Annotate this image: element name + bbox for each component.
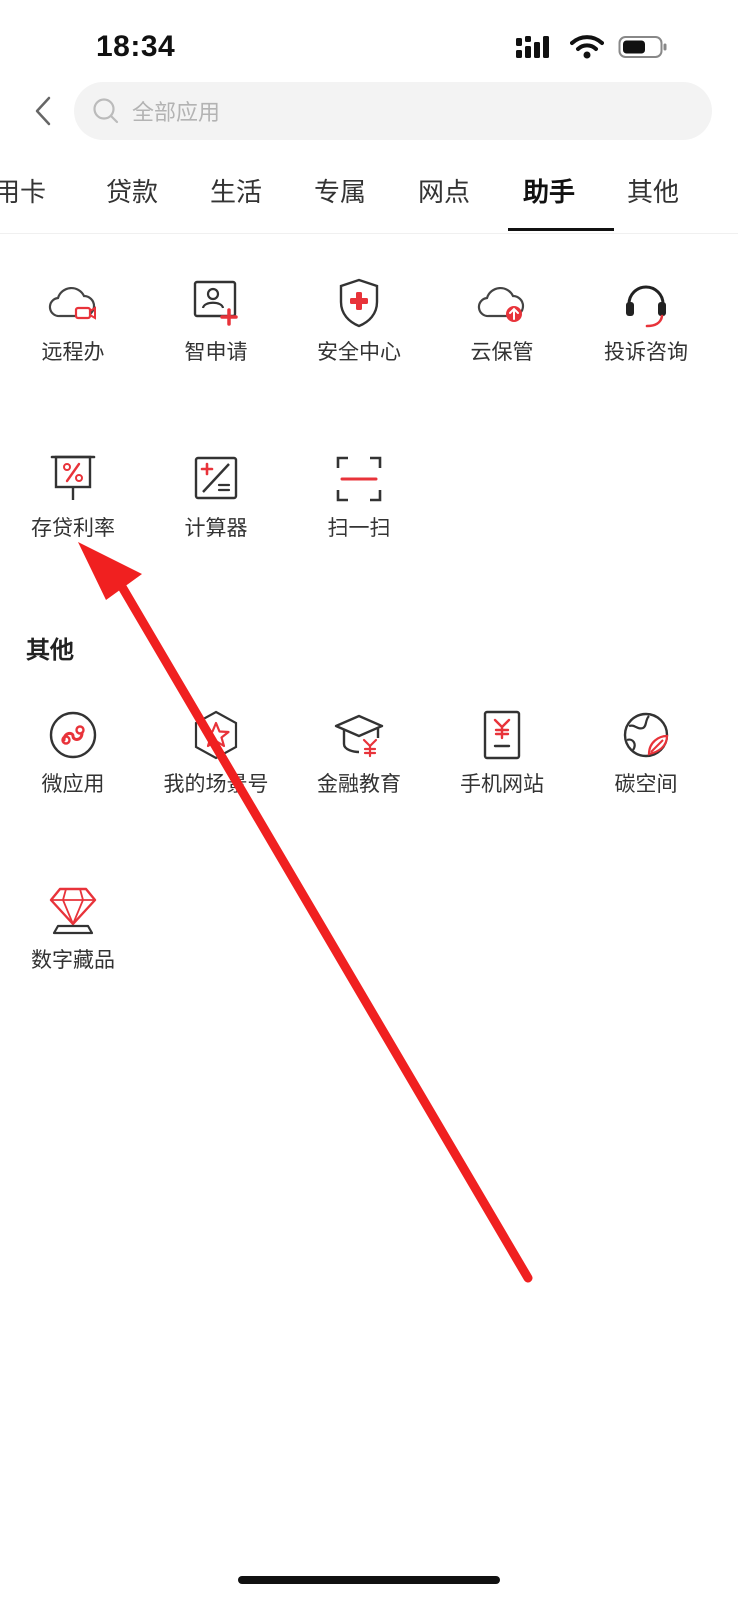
app-mobile-website[interactable]: 手机网站 xyxy=(442,708,562,798)
mini-app-icon xyxy=(46,708,100,762)
app-micro-apps[interactable]: 微应用 xyxy=(13,708,133,798)
app-scan[interactable]: 扫一扫 xyxy=(299,452,419,542)
app-smart-apply[interactable]: 智申请 xyxy=(156,276,276,366)
calculator-icon xyxy=(189,452,243,506)
diamond-icon xyxy=(46,884,100,938)
app-label: 我的场景号 xyxy=(163,772,269,796)
app-label: 投诉咨询 xyxy=(604,340,688,364)
app-label: 安全中心 xyxy=(317,340,401,364)
battery-icon xyxy=(618,36,667,58)
tab-assistant[interactable]: 助手 xyxy=(523,178,576,208)
status-time: 18:34 xyxy=(96,30,176,63)
app-remote-service[interactable]: 远程办 xyxy=(13,276,133,366)
app-calculator[interactable]: 计算器 xyxy=(156,452,276,542)
app-financial-education[interactable]: 金融教育 xyxy=(299,708,419,798)
cloud-upload-icon xyxy=(475,276,529,330)
app-label: 数字藏品 xyxy=(31,948,115,972)
profile-add-icon xyxy=(189,276,243,330)
tab-other[interactable]: 其他 xyxy=(627,178,680,208)
graduation-cap-icon xyxy=(332,708,386,762)
rate-board-icon xyxy=(46,452,100,506)
app-label: 微应用 xyxy=(41,772,105,796)
app-label: 计算器 xyxy=(184,516,248,540)
app-label: 智申请 xyxy=(184,340,248,364)
tab-loans[interactable]: 贷款 xyxy=(106,178,159,208)
cloud-video-icon xyxy=(46,276,100,330)
tab-exclusive[interactable]: 专属 xyxy=(314,178,367,208)
app-label: 扫一扫 xyxy=(327,516,391,540)
search-header: 全部应用 xyxy=(0,80,738,142)
search-placeholder: 全部应用 xyxy=(132,101,221,126)
back-button[interactable] xyxy=(28,94,58,128)
app-my-scene-account[interactable]: 我的场景号 xyxy=(156,708,276,798)
app-complaint-consult[interactable]: 投诉咨询 xyxy=(586,276,706,366)
wifi-icon xyxy=(570,35,604,59)
app-label: 云保管 xyxy=(470,340,534,364)
tab-credit-card[interactable]: 用卡 xyxy=(0,178,47,208)
search-input[interactable]: 全部应用 xyxy=(74,82,712,140)
app-carbon-space[interactable]: 碳空间 xyxy=(586,708,706,798)
mobile-site-icon xyxy=(475,708,529,762)
status-icons xyxy=(516,34,668,60)
app-cloud-custody[interactable]: 云保管 xyxy=(442,276,562,366)
app-label: 金融教育 xyxy=(317,772,401,796)
category-tabs: 用卡 贷款 生活 专属 网点 助手 其他 xyxy=(0,160,738,234)
star-hexagon-icon xyxy=(189,708,243,762)
home-indicator xyxy=(238,1576,500,1584)
app-label: 手机网站 xyxy=(460,772,544,796)
app-label: 碳空间 xyxy=(614,772,678,796)
status-bar: 18:34 xyxy=(0,0,738,90)
shield-plus-icon xyxy=(332,276,386,330)
search-icon xyxy=(92,96,122,126)
scan-icon xyxy=(332,452,386,506)
tab-branches[interactable]: 网点 xyxy=(418,178,471,208)
app-label: 存贷利率 xyxy=(31,516,115,540)
cellular-signal-icon xyxy=(516,36,549,58)
app-label: 远程办 xyxy=(41,340,105,364)
section-title-other: 其他 xyxy=(26,636,74,664)
app-security-center[interactable]: 安全中心 xyxy=(299,276,419,366)
active-tab-indicator xyxy=(508,228,614,231)
tab-life[interactable]: 生活 xyxy=(210,178,263,208)
headset-icon xyxy=(619,276,673,330)
app-digital-collectibles[interactable]: 数字藏品 xyxy=(13,884,133,974)
chevron-left-icon xyxy=(35,96,51,126)
app-deposit-loan-rate[interactable]: 存贷利率 xyxy=(13,452,133,542)
globe-leaf-icon xyxy=(619,708,673,762)
